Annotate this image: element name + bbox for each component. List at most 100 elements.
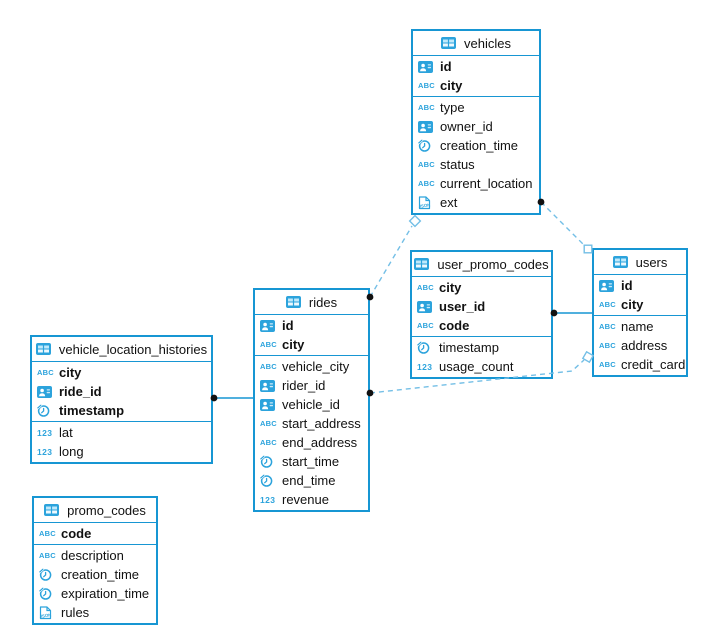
timestamp-type-icon	[39, 587, 52, 600]
column-row[interactable]: JSON ext	[413, 193, 539, 212]
relation-vehicles-users[interactable]	[537, 198, 593, 254]
number-type-icon: 123	[260, 494, 276, 505]
json-type-icon: JSON	[418, 195, 431, 209]
table-header[interactable]: rides	[255, 290, 368, 315]
column-row[interactable]: expiration_time	[34, 584, 156, 603]
column-name: type	[440, 100, 465, 115]
table-header[interactable]: vehicles	[413, 31, 539, 56]
time-type-icon-wrap	[37, 404, 55, 417]
relation-line[interactable]	[540, 201, 585, 246]
number-type-icon-wrap: 123	[37, 428, 55, 438]
table-title: users	[635, 254, 668, 270]
table-header[interactable]: vehicle_location_histories	[32, 337, 211, 362]
text-type-icon-wrap: ABC	[418, 179, 436, 188]
text-type-icon: ABC	[417, 283, 434, 292]
column-row[interactable]: rider_id	[255, 376, 368, 395]
text-type-icon: ABC	[418, 179, 435, 188]
column-name: vehicle_id	[282, 397, 340, 412]
uuid-type-icon-wrap	[599, 279, 617, 292]
relation-line[interactable]	[369, 225, 413, 298]
column-name: city	[621, 297, 644, 312]
number-type-icon: 123	[37, 427, 53, 438]
column-row[interactable]: timestamp	[412, 338, 551, 357]
column-row[interactable]: ABC vehicle_city	[255, 357, 368, 376]
column-row[interactable]: owner_id	[413, 117, 539, 136]
relation-endpoint-diamond	[583, 244, 593, 254]
pk-column-row[interactable]: timestamp	[32, 401, 211, 420]
column-name: address	[621, 338, 668, 353]
text-type-icon: ABC	[37, 368, 54, 377]
text-type-icon: ABC	[417, 321, 434, 330]
pk-column-row[interactable]: id	[255, 316, 368, 335]
pk-column-row[interactable]: id	[594, 276, 686, 295]
text-type-icon-wrap: ABC	[599, 322, 617, 331]
time-type-icon-wrap	[418, 139, 436, 152]
table-header[interactable]: user_promo_codes	[412, 252, 551, 277]
column-row[interactable]: start_time	[255, 452, 368, 471]
number-type-icon-wrap: 123	[260, 495, 278, 505]
column-name: rider_id	[282, 378, 326, 393]
column-name: ext	[440, 195, 458, 210]
timestamp-type-icon	[37, 404, 50, 417]
column-name: timestamp	[59, 403, 125, 418]
table-icon-glyph	[44, 504, 60, 516]
text-type-icon-wrap: ABC	[260, 362, 278, 371]
text-type-icon-wrap: ABC	[418, 81, 436, 90]
table-icon	[414, 258, 432, 270]
table-icon	[612, 256, 631, 268]
table-header[interactable]: users	[594, 250, 686, 275]
column-row[interactable]: end_time	[255, 471, 368, 490]
column-name: vehicle_city	[282, 359, 350, 374]
number-type-icon-wrap: 123	[37, 447, 55, 457]
column-row[interactable]: vehicle_id	[255, 395, 368, 414]
uuid-type-icon	[260, 398, 275, 411]
relation-vehicle_location_histories-rides[interactable]	[210, 394, 253, 402]
table-icon-glyph	[441, 37, 457, 49]
pk-column-row[interactable]: id	[413, 57, 539, 76]
column-name: creation_time	[440, 138, 519, 153]
column-row[interactable]: creation_time	[34, 565, 156, 584]
table-title: user_promo_codes	[437, 256, 549, 272]
column-name: expiration_time	[61, 586, 150, 601]
table-header[interactable]: promo_codes	[34, 498, 156, 523]
pk-column-row[interactable]: ride_id	[32, 382, 211, 401]
uuid-type-icon-wrap	[260, 319, 278, 332]
pk-column-row[interactable]: user_id	[412, 297, 551, 316]
column-row[interactable]: creation_time	[413, 136, 539, 155]
relation-user_promo_codes-users[interactable]	[550, 309, 592, 317]
text-type-icon: ABC	[418, 160, 435, 169]
column-name: current_location	[440, 176, 533, 191]
column-row[interactable]: ABC current_location	[413, 174, 539, 193]
column-name: creation_time	[61, 567, 140, 582]
